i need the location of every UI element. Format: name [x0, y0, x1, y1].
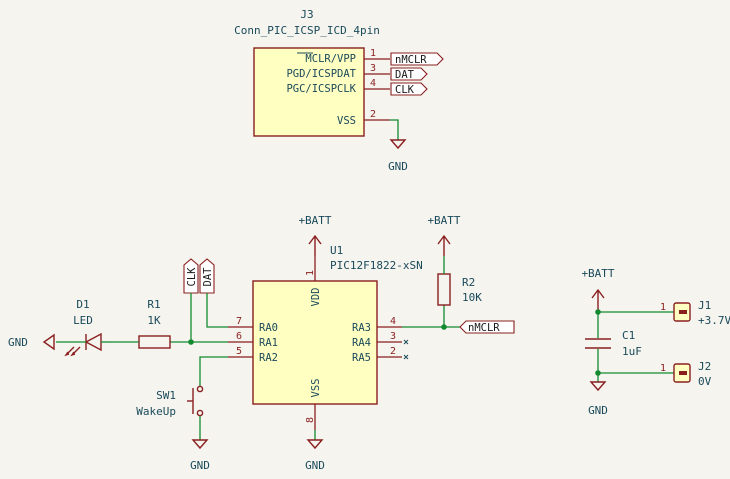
r1-resistor[interactable]: R1 1K	[112, 298, 171, 349]
u1-pin8-num: 8	[305, 417, 316, 423]
u1-pin4-num: 4	[390, 316, 396, 327]
u1-pin6-num: 6	[236, 331, 242, 342]
d1-ref: D1	[76, 298, 89, 311]
j3-body	[253, 47, 365, 137]
svg-text:GND: GND	[305, 459, 325, 472]
u1-pin7-num: 7	[236, 316, 242, 327]
nc-mark-ra5	[403, 354, 409, 360]
r2-resistor[interactable]: R2 10K	[437, 256, 482, 306]
svg-text:CLK: CLK	[395, 84, 415, 96]
svg-text:+BATT: +BATT	[581, 267, 614, 280]
batt-symbol-c1: +BATT	[581, 267, 615, 312]
j3-connector[interactable]: J3 Conn_PIC_ICSP_ICD_4pin MCLR/VPP PGD/I…	[234, 8, 390, 137]
gnd-symbol-led: GND	[8, 333, 55, 351]
gnd-symbol-sw1: GND	[190, 416, 210, 472]
r1-ref: R1	[147, 298, 160, 311]
u1-ra2-name: RA2	[259, 352, 278, 364]
gnd-symbol-c1: GND	[588, 381, 608, 417]
j3-value: Conn_PIC_ICSP_ICD_4pin	[234, 24, 380, 37]
junction-ra1	[188, 339, 194, 345]
j3-pin1-num: 1	[370, 48, 376, 59]
c1-ref: C1	[622, 329, 635, 342]
u1-pin5-num: 5	[236, 346, 242, 357]
sw1-value: WakeUp	[136, 405, 176, 418]
j1-value: +3.7V	[698, 314, 730, 327]
j2-pin-num: 1	[660, 363, 666, 374]
junction-c1-bottom	[595, 370, 601, 376]
d1-led[interactable]: D1 LED	[56, 298, 112, 357]
j2-connector[interactable]: 1 J2 0V	[660, 360, 712, 388]
u1-vdd-name: VDD	[310, 288, 322, 307]
batt-symbol-r2: +BATT	[427, 214, 461, 256]
svg-text:GND: GND	[8, 336, 28, 349]
label-clk-top[interactable]: CLK	[390, 82, 428, 96]
u1-vss-name: VSS	[310, 379, 322, 398]
j3-pin-vss-name: VSS	[337, 115, 356, 127]
svg-text:nMCLR: nMCLR	[468, 322, 500, 334]
u1-microcontroller[interactable]: U1 PIC12F1822-xSN 7 6 5 RA0 RA1 RA2 4 3 …	[228, 244, 423, 430]
j2-ref: J2	[698, 360, 711, 373]
wire-ra2-sw1	[199, 356, 228, 386]
u1-ra3-name: RA3	[352, 322, 371, 334]
r2-ref: R2	[462, 276, 475, 289]
j3-pin4-num: 4	[370, 78, 376, 89]
u1-ra0-name: RA0	[259, 322, 278, 334]
j2-value: 0V	[698, 375, 712, 388]
label-nmclr-bottom[interactable]: nMCLR	[459, 320, 515, 334]
d1-value: LED	[73, 314, 93, 327]
junction-c1-top	[595, 309, 601, 315]
sw1-ref: SW1	[156, 389, 176, 402]
c1-capacitor[interactable]: C1 1uF	[585, 329, 642, 358]
u1-ra5-name: RA5	[352, 352, 371, 364]
u1-ra1-name: RA1	[259, 337, 278, 349]
svg-text:GND: GND	[388, 160, 408, 173]
r2-value: 10K	[462, 291, 482, 304]
j1-pin-num: 1	[660, 302, 666, 313]
r1-value: 1K	[147, 314, 161, 327]
u1-ra4-name: RA4	[352, 337, 371, 349]
c1-value: 1uF	[622, 345, 642, 358]
svg-text:DAT: DAT	[202, 267, 214, 287]
j3-pin-pgd-name: PGD/ICSPDAT	[286, 68, 356, 80]
j3-pin2-num: 2	[370, 109, 376, 120]
u1-value: PIC12F1822-xSN	[330, 259, 423, 272]
svg-text:GND: GND	[190, 459, 210, 472]
gnd-symbol-u1: GND	[305, 430, 325, 472]
svg-text:+BATT: +BATT	[298, 214, 331, 227]
wire-dat-ra0	[206, 293, 228, 328]
j1-connector[interactable]: 1 J1 +3.7V	[660, 299, 730, 327]
gnd-symbol-j3: GND	[388, 119, 408, 173]
svg-text:CLK: CLK	[186, 267, 198, 287]
j3-pin3-num: 3	[370, 63, 376, 74]
j3-pin-pgc-name: PGC/ICSPCLK	[286, 83, 356, 95]
u1-ref: U1	[330, 244, 343, 257]
u1-pin1-num: 1	[305, 270, 316, 276]
label-dat-vertical[interactable]: DAT	[199, 258, 215, 294]
svg-text:DAT: DAT	[395, 69, 415, 81]
label-nmclr-top[interactable]: nMCLR	[390, 52, 444, 66]
j1-ref: J1	[698, 299, 711, 312]
j3-pin-mclr-name: MCLR/VPP	[305, 53, 356, 65]
sw1-switch[interactable]: SW1 WakeUp	[136, 385, 204, 418]
svg-text:GND: GND	[588, 404, 608, 417]
nc-mark-ra4	[403, 339, 409, 345]
u1-pin3-num: 3	[390, 331, 396, 342]
batt-symbol-u1: +BATT	[298, 214, 332, 256]
label-clk-vertical[interactable]: CLK	[183, 258, 199, 294]
u1-pin2-num: 2	[390, 346, 396, 357]
svg-text:nMCLR: nMCLR	[395, 54, 427, 66]
svg-text:+BATT: +BATT	[427, 214, 460, 227]
j3-ref: J3	[300, 8, 313, 21]
label-dat-top[interactable]: DAT	[390, 67, 428, 81]
